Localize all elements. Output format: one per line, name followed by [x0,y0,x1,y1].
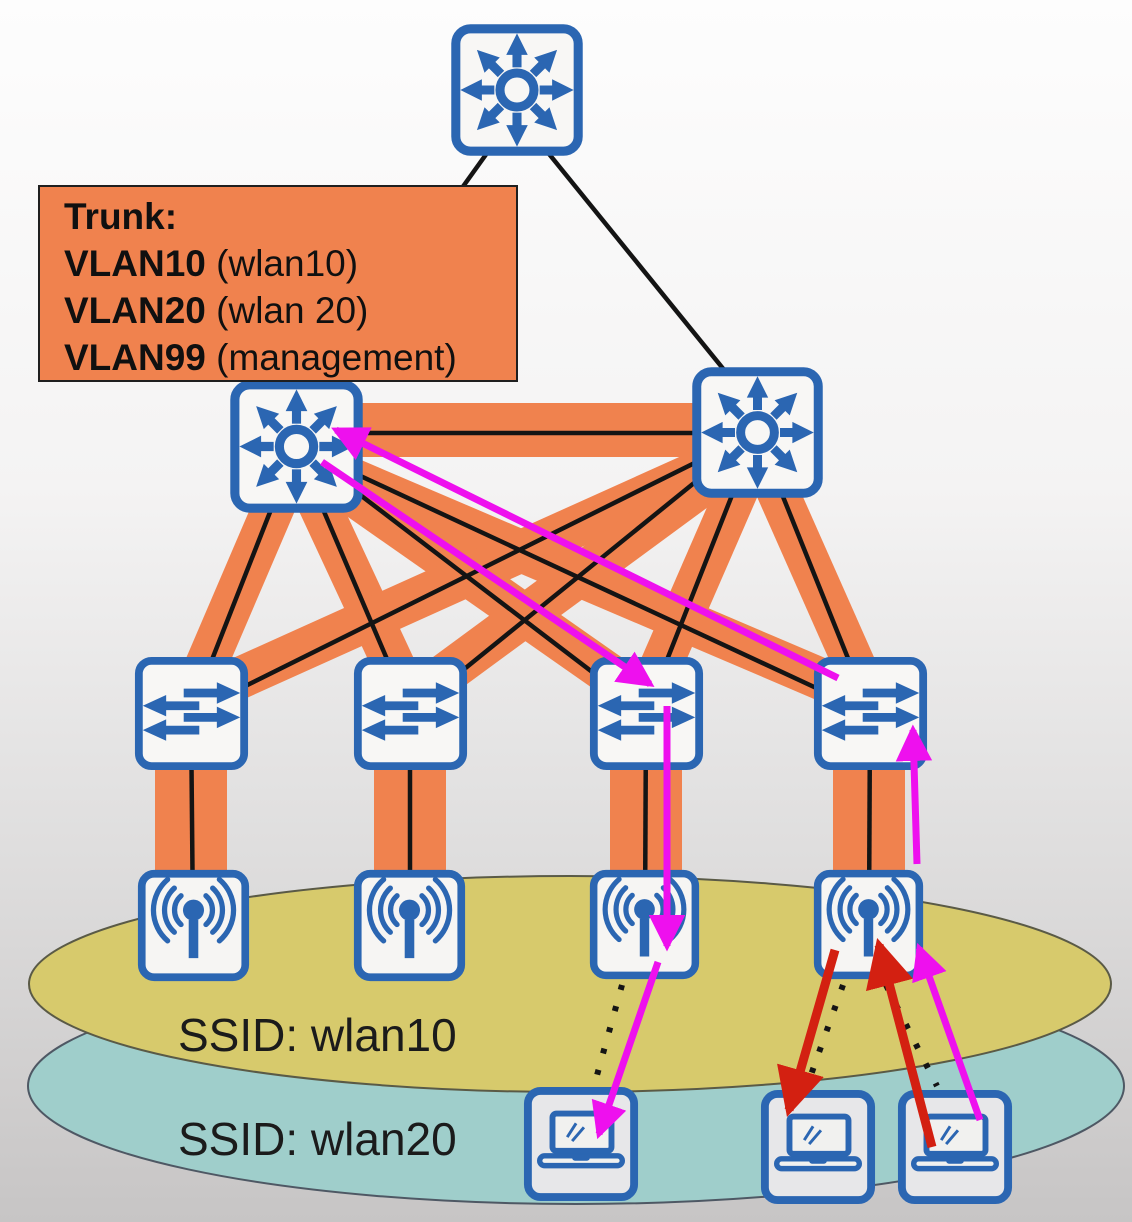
access-point-3-icon [594,874,696,976]
trunk-line-vlan10: VLAN10 (wlan10) [64,243,359,284]
flow-arrow-magenta [320,459,655,688]
access-point-2-icon [358,874,462,978]
flow-arrows-magenta [320,426,984,1140]
flow-arrow-magenta [591,960,662,1140]
flow-arrow-red [865,937,937,1149]
laptop-1-icon [528,1091,634,1197]
access-point-1-icon [142,874,246,978]
ssid-wlan10-label: SSID: wlan10 [178,1009,457,1061]
wired-link [189,429,759,716]
access-switch-3-icon [594,661,699,766]
ssid-wlan20-label: SSID: wlan20 [178,1113,457,1165]
flow-arrow-magenta [331,426,840,682]
access-switch-2-icon [358,661,463,766]
wired-link [526,126,744,394]
access-switch-1-icon [139,661,244,766]
flow-arrow-magenta [895,724,933,865]
core-router-icon [456,29,578,151]
laptop-2-icon [765,1094,871,1200]
trunk-line-vlan99: VLAN99 (management) [64,337,457,378]
flow-arrow-magenta [912,942,984,1122]
flow-arrow-red [777,948,840,1118]
wired-link [295,443,871,716]
trunk-annotation-box: Trunk: VLAN10 (wlan10) VLAN20 (wlan 20) … [38,185,518,382]
distribution-router-left-icon [235,385,358,508]
trunk-line-vlan20: VLAN20 (wlan 20) [64,290,369,331]
flow-arrows-red [777,937,937,1149]
distribution-router-right-icon [697,372,819,494]
trunk-title: Trunk: [64,196,178,237]
